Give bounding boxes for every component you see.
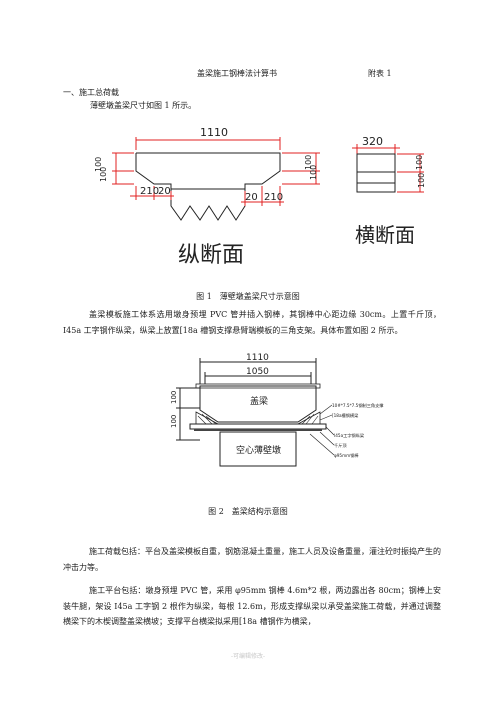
annotation-channel-beam: [18a槽钢横梁 [332,412,359,419]
dim-outer: 1110 [246,353,269,363]
cross-label: 横断面 [355,223,415,247]
figure-2-caption: 图 2 盖梁结构示意图 [208,507,288,516]
cap-beam-label: 盖梁 [250,395,268,407]
dim-cross-width: 320 [362,135,383,148]
pier-label: 空心薄壁墩 [236,444,281,456]
dim-top-width: 1110 [200,126,228,139]
dim-bottom-left-a: 210 [140,186,159,197]
dim-inner: 1050 [246,367,269,377]
figure-2-drawing: 1110 1050 100 100 盖梁 空心薄壁墩 10#*7.5*7.5钢制… [170,353,384,467]
annotation-triangle-support: 10#*7.5*7.5钢制三角支撑 [332,402,384,409]
paragraph-structure-description: 盖梁模板施工体系选用墩身预埋 PVC 管并插入钢棒，其钢棒中心距边缘 30cm。… [63,310,441,335]
svg-text:100: 100 [99,167,108,182]
dim-cross-height: 100 [415,155,424,170]
section-intro: 薄壁墩盖梁尺寸如图 1 所示。 [90,101,197,110]
dim-bottom-right-a: 20 [245,192,258,203]
attachment-label: 附表 1 [368,69,392,78]
svg-text:100: 100 [170,415,178,428]
figure-1-drawing: 1110 100 100 100 100 210 20 20 210 [94,126,426,268]
dim-right-height: 100 [304,155,313,170]
cross-section: 320 100 100 横断面 [352,135,426,247]
longitudinal-section: 1110 100 100 100 100 210 20 20 210 [94,126,320,268]
annotation-steel-bar: φ95mm钢棒 [334,452,359,459]
paragraph-platform: 施工平台包括：墩身预埋 PVC 管，采用 φ95mm 钢棒 4.6m*2 根，两… [63,586,441,626]
annotation-jack: 千斤顶 [334,442,347,449]
dim-bottom-right-b: 210 [264,192,283,203]
dim-left-height: 100 [94,157,103,172]
footer-note: -可编辑修改- [230,653,266,660]
figure-1-caption: 图 1 薄壁墩盖梁尺寸示意图 [196,292,300,301]
document-title: 盖梁施工钢棒法计算书 [197,69,277,78]
svg-text:100: 100 [170,391,178,404]
dim-bottom-left-b: 20 [158,186,171,197]
paragraph-loads: 施工荷载包括：平台及盖梁模板自重，钢筋混凝土重量，施工人员及设备重量，灌注砼时振… [63,547,441,572]
annotation-i-beam: I45a工字钢纵梁 [334,432,365,439]
svg-text:100: 100 [309,165,318,180]
section-heading: 一、施工总荷载 [63,88,119,97]
longitudinal-label: 纵断面 [178,243,244,268]
svg-text:100: 100 [417,173,426,188]
